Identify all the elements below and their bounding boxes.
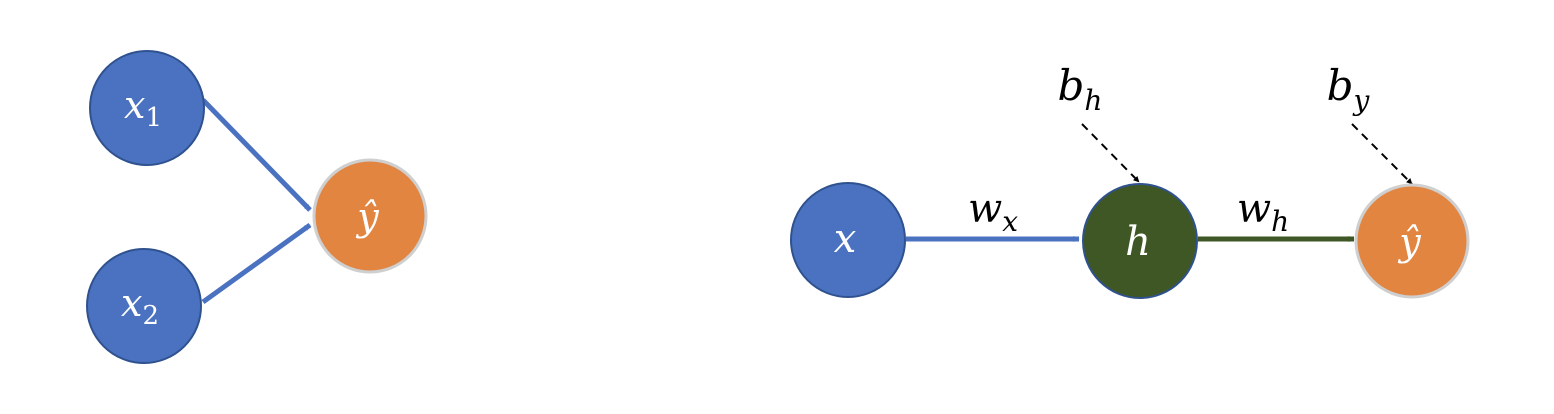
node-x2: x2 xyxy=(86,248,202,364)
node-y-hat-left-label: ŷ xyxy=(355,195,379,239)
node-x-circle xyxy=(790,182,906,298)
node-y-hat-right-label: ŷ xyxy=(1397,220,1421,264)
node-y-hat-right-circle xyxy=(1354,183,1470,299)
edge-x2-to-y xyxy=(201,222,312,305)
node-x2-circle xyxy=(86,248,202,364)
node-y-hat-left-circle xyxy=(312,158,428,274)
edge-by-to-y xyxy=(1351,123,1413,185)
node-x1-label: x1 xyxy=(124,83,162,133)
right-diagram: wx wh bh by x h ŷ xyxy=(790,61,1470,299)
node-h-label: h xyxy=(1125,219,1151,265)
node-x: x xyxy=(790,182,906,298)
edge-bh-to-h xyxy=(1081,123,1140,183)
node-h: h xyxy=(1082,183,1198,299)
bias-label-bh: bh xyxy=(1058,61,1103,117)
weight-label-wx: wx xyxy=(968,186,1018,238)
node-x1: x1 xyxy=(89,50,205,166)
weight-label-wh: wh xyxy=(1237,186,1289,238)
node-y-hat-left: ŷ xyxy=(312,158,428,274)
bias-label-by: by xyxy=(1327,61,1371,117)
node-x-label: x xyxy=(834,216,857,262)
node-h-circle xyxy=(1082,183,1198,299)
edge-x1-to-y xyxy=(201,98,312,212)
node-x2-label: x2 xyxy=(121,281,159,331)
node-y-hat-right: ŷ xyxy=(1354,183,1470,299)
left-diagram: x1 x2 ŷ xyxy=(86,50,428,364)
node-x1-circle xyxy=(89,50,205,166)
